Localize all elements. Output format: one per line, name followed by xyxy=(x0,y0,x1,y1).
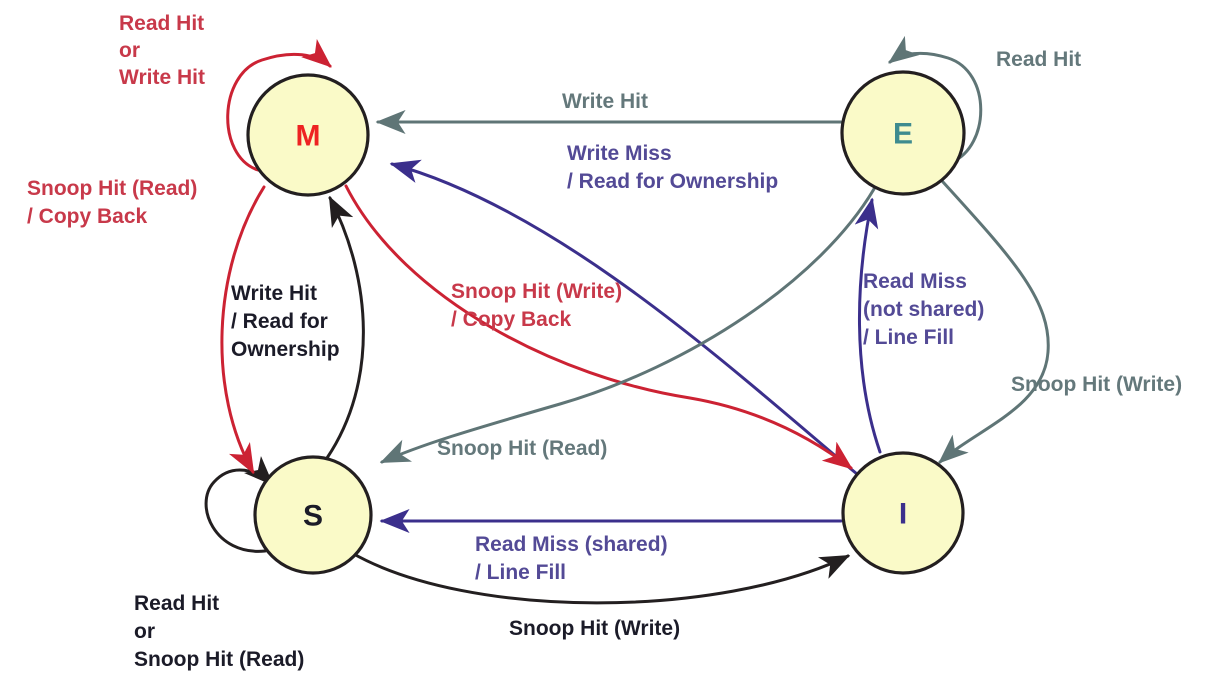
label-i-to-m: Write Miss / Read for Ownership xyxy=(567,142,778,193)
edge-m-self-loop xyxy=(226,38,332,172)
label-s-to-i-line1: Snoop Hit (Write) xyxy=(509,617,680,640)
node-i-circle[interactable] xyxy=(841,451,965,575)
label-m-self-line1: Read Hit xyxy=(119,12,204,35)
label-s-self-line1: Read Hit xyxy=(134,592,219,615)
label-e-to-i-line1: Snoop Hit (Write) xyxy=(1011,373,1182,396)
label-e-to-i: Snoop Hit (Write) xyxy=(1011,373,1182,396)
label-s-to-m-line3: Ownership xyxy=(231,338,340,361)
edge-s-to-i xyxy=(350,551,851,605)
node-e[interactable]: E xyxy=(840,70,966,196)
label-s-to-m: Write Hit / Read for Ownership xyxy=(231,282,340,361)
label-e-to-m-line1: Write Hit xyxy=(562,90,648,113)
label-s-self-loop: Read Hit or Snoop Hit (Read) xyxy=(134,592,304,671)
node-m-label: M xyxy=(296,120,321,153)
label-i-to-e: Read Miss (not shared) / Line Fill xyxy=(863,270,984,349)
node-i-label: I xyxy=(899,498,907,531)
edge-m-to-i xyxy=(344,184,853,470)
label-e-to-s-line1: Snoop Hit (Read) xyxy=(437,437,607,460)
label-m-to-i-line1: Snoop Hit (Write) xyxy=(451,280,622,303)
label-i-to-s-line1: Read Miss (shared) xyxy=(475,533,668,556)
label-i-to-s: Read Miss (shared) / Line Fill xyxy=(475,533,668,584)
edge-e-self-loop xyxy=(888,35,983,164)
label-i-to-e-line1: Read Miss xyxy=(863,270,967,293)
label-e-self-line1: Read Hit xyxy=(996,48,1081,71)
edge-e-to-s xyxy=(379,187,876,464)
node-m[interactable]: M xyxy=(246,73,370,197)
label-m-to-s-line2: / Copy Back xyxy=(27,205,148,228)
node-i[interactable]: I xyxy=(841,451,965,575)
label-i-to-m-line1: Write Miss xyxy=(567,142,672,165)
label-m-to-s: Snoop Hit (Read) / Copy Back xyxy=(27,177,197,228)
node-s-label: S xyxy=(303,500,323,533)
edge-s-to-m xyxy=(325,195,365,460)
label-m-to-i: Snoop Hit (Write) / Copy Back xyxy=(451,280,622,331)
edge-m-to-s xyxy=(220,185,266,475)
node-s[interactable]: S xyxy=(253,455,373,575)
edge-i-to-e xyxy=(854,197,882,454)
label-s-self-line2: or xyxy=(134,620,155,643)
label-m-to-s-line1: Snoop Hit (Read) xyxy=(27,177,197,200)
label-s-self-line3: Snoop Hit (Read) xyxy=(134,648,304,671)
label-i-to-m-line2: / Read for Ownership xyxy=(567,170,778,193)
edge-e-to-i xyxy=(938,180,1050,464)
label-m-self-loop: Read Hit or Write Hit xyxy=(119,12,205,89)
label-s-to-m-line2: / Read for xyxy=(231,310,328,333)
label-i-to-s-line2: / Line Fill xyxy=(475,561,566,584)
label-i-to-e-line2: (not shared) xyxy=(863,298,984,321)
node-s-circle[interactable] xyxy=(253,455,373,575)
node-e-circle[interactable] xyxy=(840,70,966,196)
label-m-self-line3: Write Hit xyxy=(119,66,205,89)
label-m-self-line2: or xyxy=(119,39,140,62)
label-e-to-s: Snoop Hit (Read) xyxy=(437,437,607,460)
label-e-to-m: Write Hit xyxy=(562,90,648,113)
label-i-to-e-line3: / Line Fill xyxy=(863,326,954,349)
label-s-to-m-line1: Write Hit xyxy=(231,282,317,305)
node-m-circle[interactable] xyxy=(246,73,370,197)
node-e-label: E xyxy=(893,118,913,151)
edge-i-to-m xyxy=(389,159,859,476)
label-s-to-i: Snoop Hit (Write) xyxy=(509,617,680,640)
label-m-to-i-line2: / Copy Back xyxy=(451,308,572,331)
label-e-self-loop: Read Hit xyxy=(996,48,1081,71)
